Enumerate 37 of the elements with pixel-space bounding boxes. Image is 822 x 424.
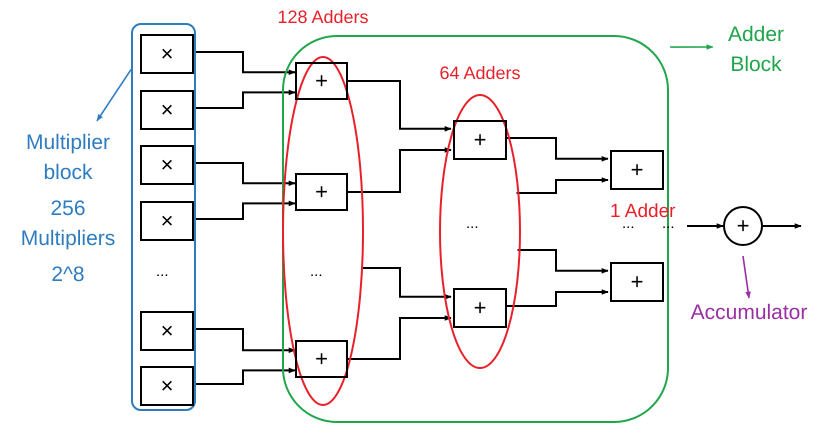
accumulator-circle: + (723, 206, 763, 246)
leader-arrow (96, 69, 132, 122)
leader-arrow (670, 44, 714, 50)
annotation-text: 2^8 (51, 262, 85, 288)
group-label: 128 Adders (276, 6, 370, 29)
adder-box: + (610, 150, 664, 190)
signal-arrow (362, 267, 452, 300)
annotation-text: Accumulator (690, 300, 808, 326)
signal-arrow (348, 80, 452, 132)
signal-arrow (505, 137, 609, 162)
multiplier-box: × (140, 201, 194, 241)
multiplier-block-frame (131, 23, 196, 411)
adder-box: + (453, 288, 507, 328)
ellipsis: ... (156, 262, 169, 282)
signal-arrow (516, 177, 609, 194)
signal-arrow (518, 249, 609, 274)
group-label: 64 Adders (438, 62, 522, 85)
annotation-text: 256 Multipliers (20, 196, 116, 252)
adder-box: + (610, 262, 664, 302)
multiplier-box: × (140, 145, 194, 185)
signal-arrow (763, 223, 802, 229)
multiplier-box: × (140, 311, 194, 351)
signal-arrow (687, 223, 724, 229)
ellipsis: ... (310, 262, 323, 282)
multiplier-box: × (140, 34, 194, 74)
adder-box: + (295, 340, 348, 378)
multiplier-box: × (140, 366, 194, 406)
signal-arrow (348, 315, 452, 360)
annotation-text: Adder Block (726, 22, 786, 78)
signal-arrow (505, 289, 609, 307)
adder-box: + (453, 120, 507, 160)
multiplier-box: × (140, 90, 194, 130)
annotation-text: Multiplier block (24, 130, 112, 186)
ellipsis: ... (466, 214, 479, 234)
adder-box: + (295, 62, 348, 100)
leader-arrow (742, 256, 751, 299)
adder-box: + (295, 173, 348, 211)
